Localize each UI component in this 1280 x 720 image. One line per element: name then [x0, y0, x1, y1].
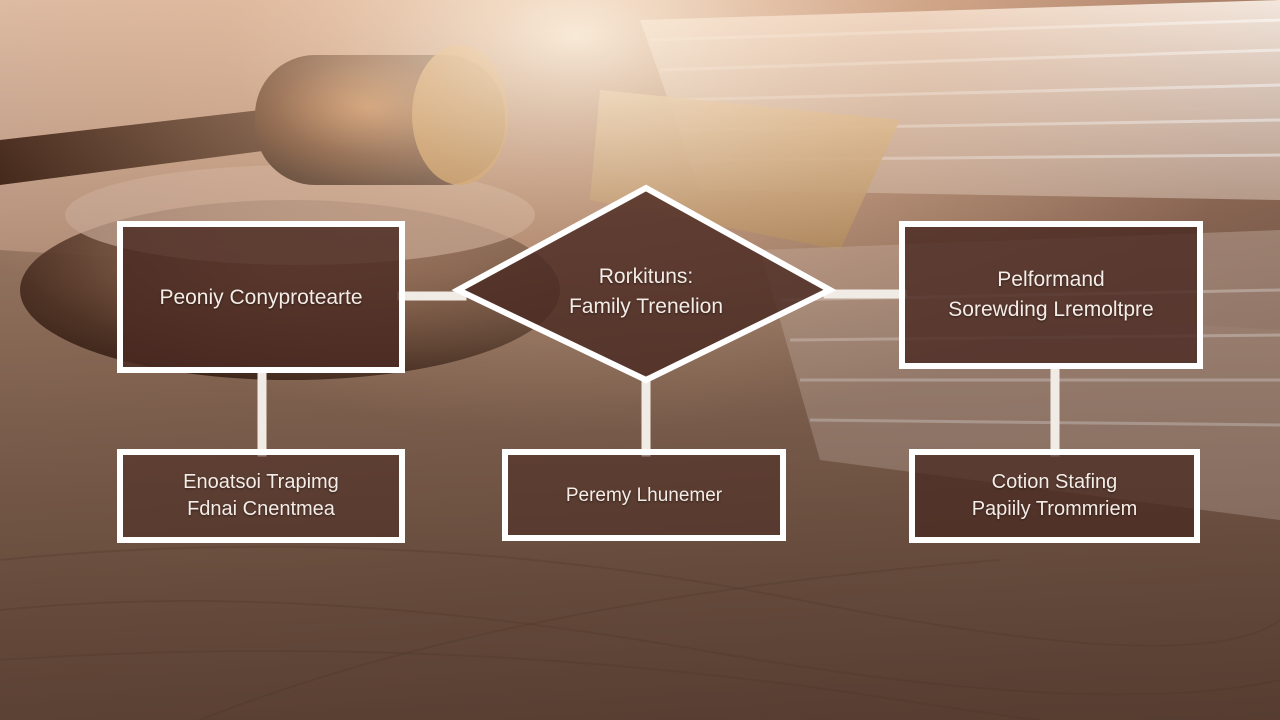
connector-lines: [257, 289, 1060, 457]
node-top-left-line-1: Peoniy Conyprotearte: [159, 285, 363, 309]
diamond-center: [451, 184, 837, 384]
box-bottom-center: [502, 449, 786, 541]
box-top-right: [899, 221, 1203, 369]
node-bottom-center-label: Peremy Lhunemer: [507, 454, 781, 536]
node-center-diamond-line-1: Rorkituns:: [598, 265, 694, 288]
node-bottom-left-line-2: Fdnai Cnentmea: [187, 498, 335, 520]
box-top-left: [117, 221, 405, 373]
box-bottom-right: [909, 449, 1200, 543]
node-top-right-label: Pelformand Sorewding Lremoltpre: [904, 226, 1198, 364]
node-center-diamond-line-2: Family Trenelion: [568, 295, 724, 318]
node-bottom-right-label: Cotion Stafing Papiily Trommriem: [914, 454, 1195, 538]
node-top-left-label: Peoniy Conyprotearte: [122, 226, 400, 368]
node-bottom-left-label: Enoatsoi Trapimg Fdnai Cnentmea: [122, 454, 400, 538]
node-bottom-right-line-1: Cotion Stafing: [991, 471, 1118, 493]
box-bottom-left: [117, 449, 405, 543]
node-top-right-line-1: Pelformand: [997, 268, 1105, 291]
node-top-right-line-2: Sorewding Lremoltpre: [948, 298, 1154, 321]
node-center-diamond-label: Rorkituns: Family Trenelion: [500, 250, 792, 334]
node-bottom-right-line-2: Papiily Trommriem: [971, 498, 1138, 520]
node-bottom-center-line-1: Peremy Lhunemer: [565, 484, 723, 506]
node-shapes: [117, 184, 1203, 543]
node-bottom-left-line-1: Enoatsoi Trapimg: [183, 471, 339, 493]
